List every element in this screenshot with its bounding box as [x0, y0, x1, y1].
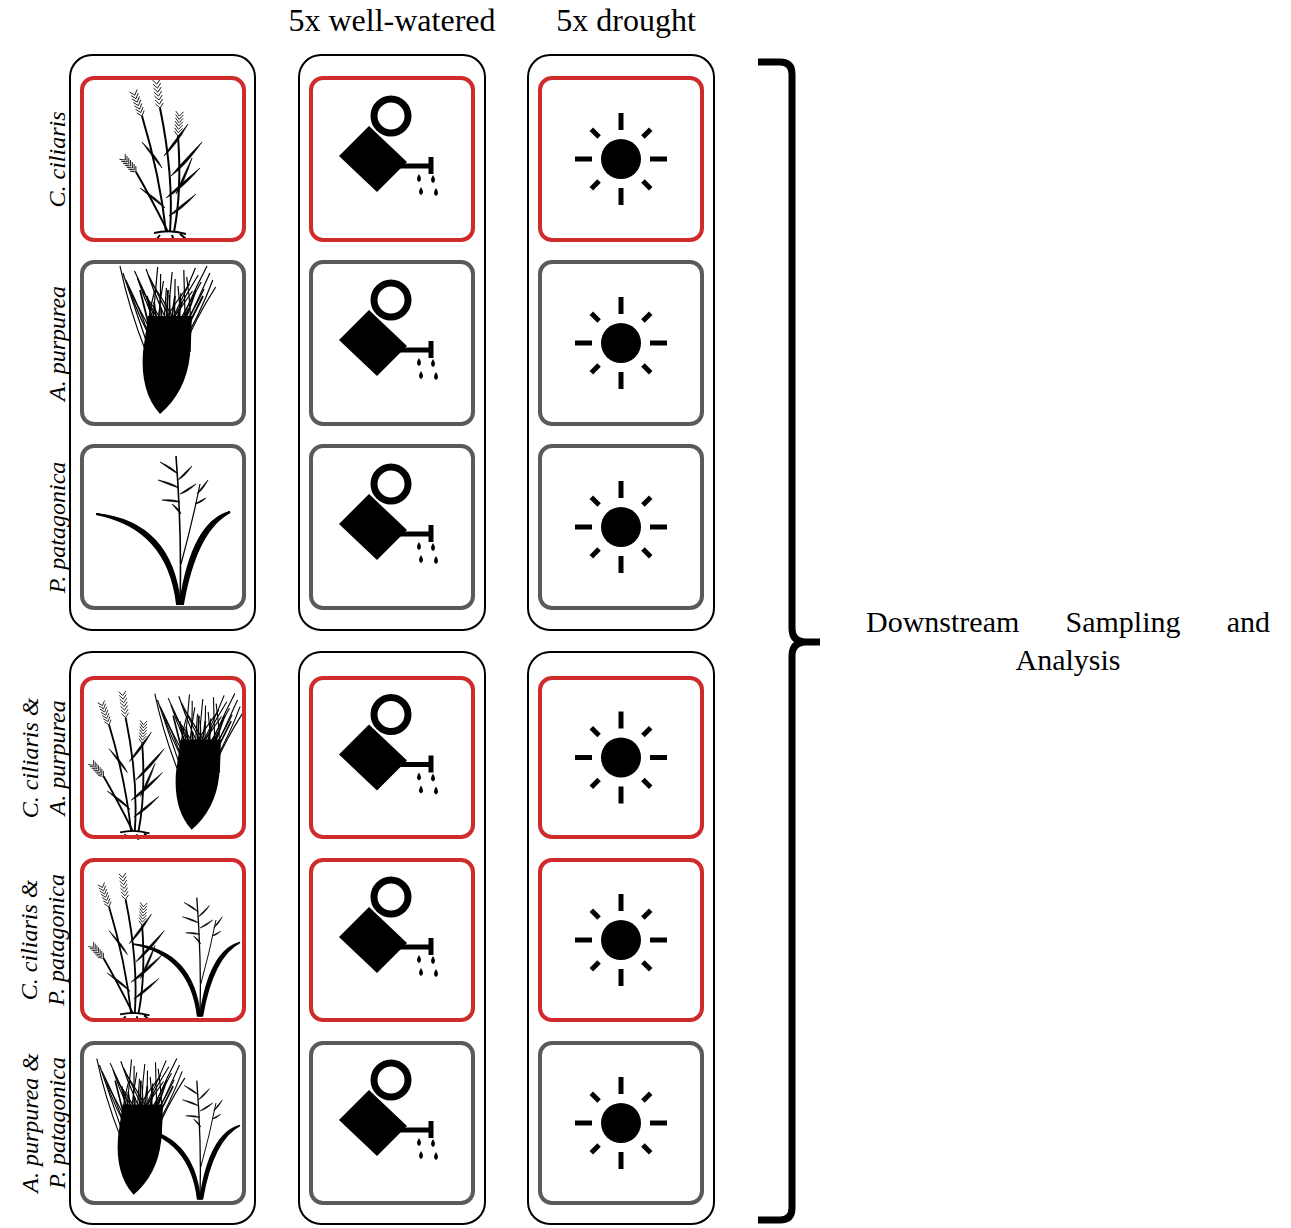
treatment-box: [540, 678, 702, 837]
treatment-box: [311, 78, 473, 240]
group-panel: [70, 55, 255, 630]
sun-icon: [575, 113, 667, 205]
grass-illustration-purpurea: [97, 1059, 185, 1195]
grass-illustration-ciliaris: [119, 79, 202, 241]
group-panel: [70, 652, 255, 1224]
treatment-box: [311, 678, 473, 837]
species-box: P. patagonica: [80, 444, 246, 610]
species-label: C. ciliaris & P. patagonica: [16, 868, 70, 1012]
curly-bracket: [758, 62, 820, 1220]
sun-icon: [575, 1077, 667, 1169]
species-label: P. patagonica: [43, 442, 70, 612]
treatment-box: [540, 262, 702, 424]
grass-illustration-purpurea: [120, 266, 216, 414]
grass-illustration-ciliaris: [88, 691, 164, 840]
watering-can-icon: [339, 467, 438, 564]
watering-can-icon: [339, 1063, 438, 1160]
treatment-box: [311, 860, 473, 1020]
column-header: 5x drought: [496, 2, 756, 39]
species-label: A. purpurea & P. patagonica: [16, 1045, 70, 1200]
treatment-box: [540, 446, 702, 608]
species-box: A. purpurea: [80, 260, 246, 426]
watering-can-icon: [339, 698, 438, 795]
grass-illustration-patagonica: [133, 898, 240, 1016]
treatment-box: [311, 262, 473, 424]
group-panel: [299, 55, 485, 630]
grass-illustration-patagonica: [133, 1081, 240, 1199]
bracket-label: Downstream Sampling and Analysis: [866, 603, 1270, 679]
watering-can-icon: [339, 880, 438, 977]
species-box: A. purpurea & P. patagonica: [80, 1041, 246, 1205]
species-label: C. ciliaris & A. purpurea: [16, 689, 70, 826]
species-box: C. ciliaris: [80, 76, 246, 242]
sun-icon: [575, 297, 667, 389]
watering-can-icon: [339, 99, 438, 196]
sun-icon: [575, 481, 667, 573]
treatment-box: [540, 860, 702, 1020]
group-panel: [528, 652, 714, 1224]
grass-illustration-patagonica: [96, 456, 230, 604]
species-box: C. ciliaris & P. patagonica: [80, 858, 246, 1022]
grass-illustration-purpurea: [155, 694, 243, 830]
treatment-box: [540, 78, 702, 240]
sun-icon: [575, 894, 667, 986]
species-label: A. purpurea: [43, 258, 70, 428]
watering-can-icon: [339, 283, 438, 380]
treatment-box: [311, 1043, 473, 1203]
column-header: 5x well-watered: [262, 2, 522, 39]
sun-icon: [575, 712, 667, 804]
group-panel: [299, 652, 485, 1224]
treatment-box: [311, 446, 473, 608]
species-box: C. ciliaris & A. purpurea: [80, 676, 246, 839]
species-label: C. ciliaris: [43, 74, 70, 244]
treatment-box: [540, 1043, 702, 1203]
group-panel: [528, 55, 714, 630]
